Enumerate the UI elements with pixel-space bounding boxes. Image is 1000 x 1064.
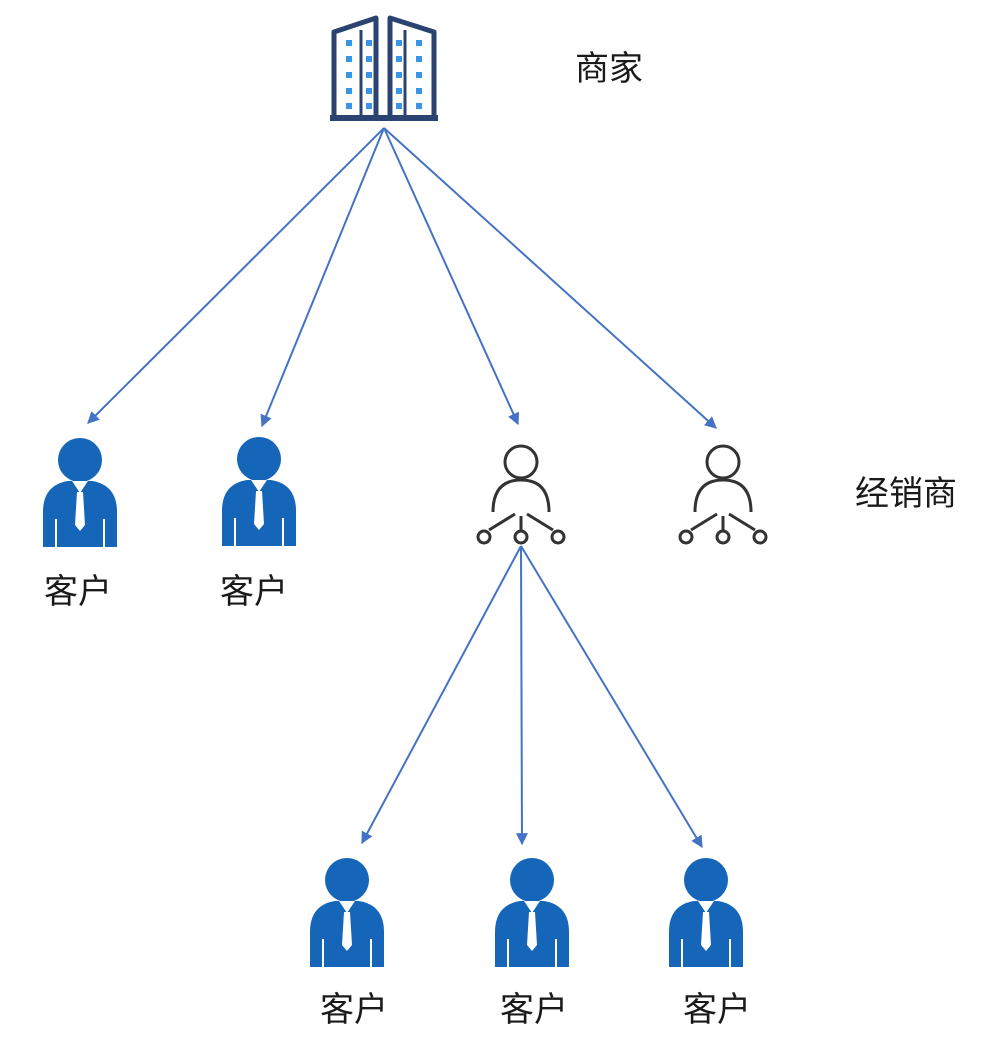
customer-label: 客户 bbox=[320, 990, 388, 1030]
customer-label: 客户 bbox=[500, 990, 568, 1030]
arrow-distributor-to-customer-5 bbox=[520, 545, 703, 849]
customer-icon bbox=[221, 436, 297, 547]
distributor-label: 经销商 bbox=[855, 474, 957, 514]
merchant-label: 商家 bbox=[575, 49, 643, 89]
customer-label: 客户 bbox=[683, 990, 751, 1030]
arrow-merchant-to-distributor-2 bbox=[383, 127, 717, 429]
arrows-from-merchant bbox=[87, 127, 717, 429]
customer-icon bbox=[309, 857, 385, 968]
arrow-merchant-to-customer-2 bbox=[260, 127, 385, 428]
arrow-distributor-to-customer-3 bbox=[361, 545, 522, 845]
arrows-from-distributor bbox=[361, 545, 703, 849]
arrow-merchant-to-distributor-1 bbox=[383, 127, 520, 426]
arrow-distributor-to-customer-4 bbox=[515, 545, 528, 846]
customer-label: 客户 bbox=[44, 572, 112, 612]
arrow-merchant-to-customer-1 bbox=[87, 127, 385, 424]
distributor-network-icon bbox=[476, 444, 566, 545]
office-building-icon bbox=[330, 15, 438, 121]
distributor-network-icon bbox=[678, 444, 768, 545]
customer-label: 客户 bbox=[220, 572, 288, 612]
customer-icon bbox=[494, 857, 570, 968]
customer-icon bbox=[668, 857, 744, 968]
customer-icon bbox=[42, 437, 118, 548]
